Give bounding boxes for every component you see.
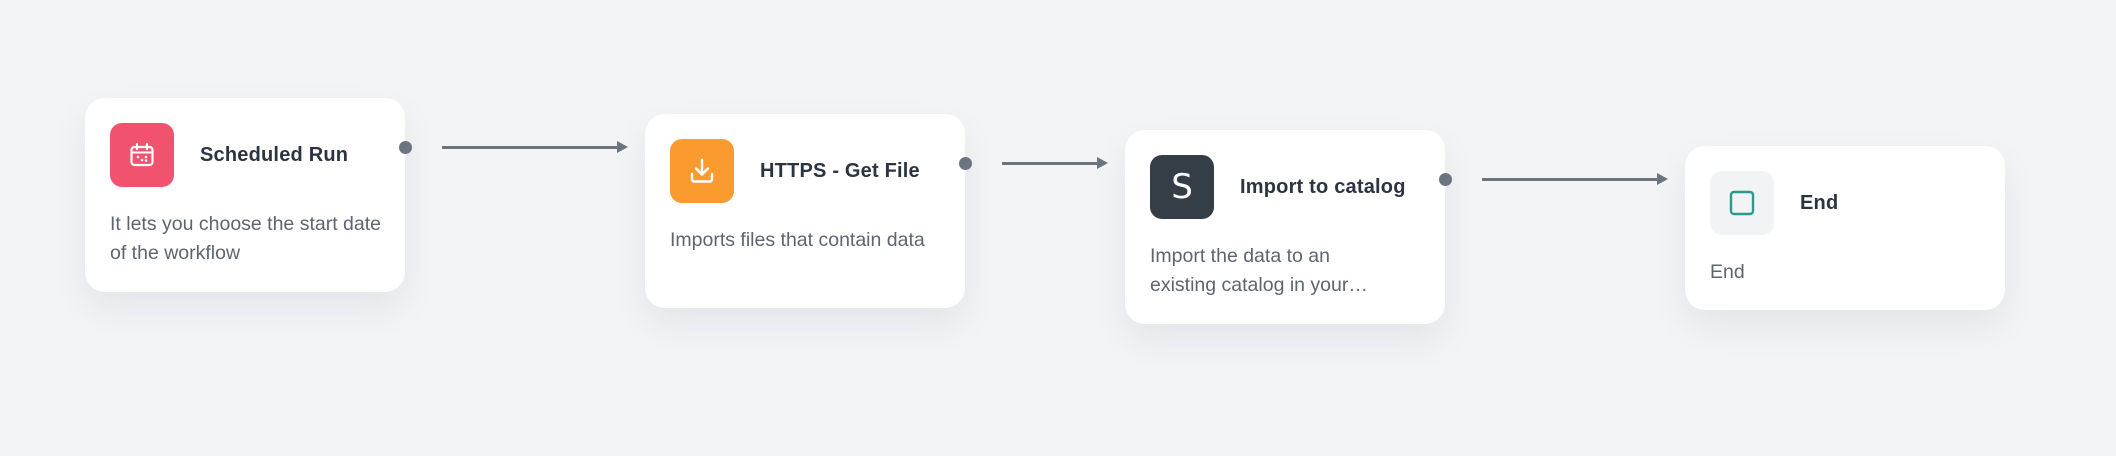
node-description: Import the data to an existing catalog i…: [1150, 242, 1422, 300]
node-description: It lets you choose the start date of the…: [110, 213, 381, 264]
connector-arrow: [1002, 157, 1108, 169]
connector-arrow: [1482, 173, 1668, 185]
output-port[interactable]: [959, 157, 972, 170]
node-description-line-2: existing catalog in your…: [1150, 274, 1368, 296]
output-port[interactable]: [1439, 173, 1452, 186]
output-port[interactable]: [399, 141, 412, 154]
node-title: Import to catalog: [1240, 175, 1406, 198]
node-title: Scheduled Run: [200, 143, 349, 166]
calendar-icon: [110, 123, 174, 187]
node-description: Imports files that contain data: [670, 229, 925, 251]
node-description: End: [1710, 261, 1745, 283]
download-icon: [670, 139, 734, 203]
synerise-s-icon: S: [1150, 155, 1214, 219]
square-outline-icon: [1710, 171, 1774, 235]
node-end[interactable]: End End: [1685, 146, 2005, 310]
node-title: HTTPS - Get File: [760, 159, 920, 182]
icon-letter: S: [1171, 167, 1193, 207]
node-header: S Import to catalog: [1150, 155, 1420, 219]
node-header: HTTPS - Get File: [670, 139, 940, 203]
node-https-get-file[interactable]: HTTPS - Get File Imports files that cont…: [645, 114, 965, 308]
node-header: Scheduled Run: [110, 123, 380, 187]
connector-arrow: [442, 141, 628, 153]
node-title: End: [1800, 191, 1839, 214]
node-description-line-1: Import the data to an: [1150, 245, 1330, 267]
node-header: End: [1710, 171, 1980, 235]
node-scheduled-run[interactable]: Scheduled Run It lets you choose the sta…: [85, 98, 405, 292]
node-import-to-catalog[interactable]: S Import to catalog Import the data to a…: [1125, 130, 1445, 324]
